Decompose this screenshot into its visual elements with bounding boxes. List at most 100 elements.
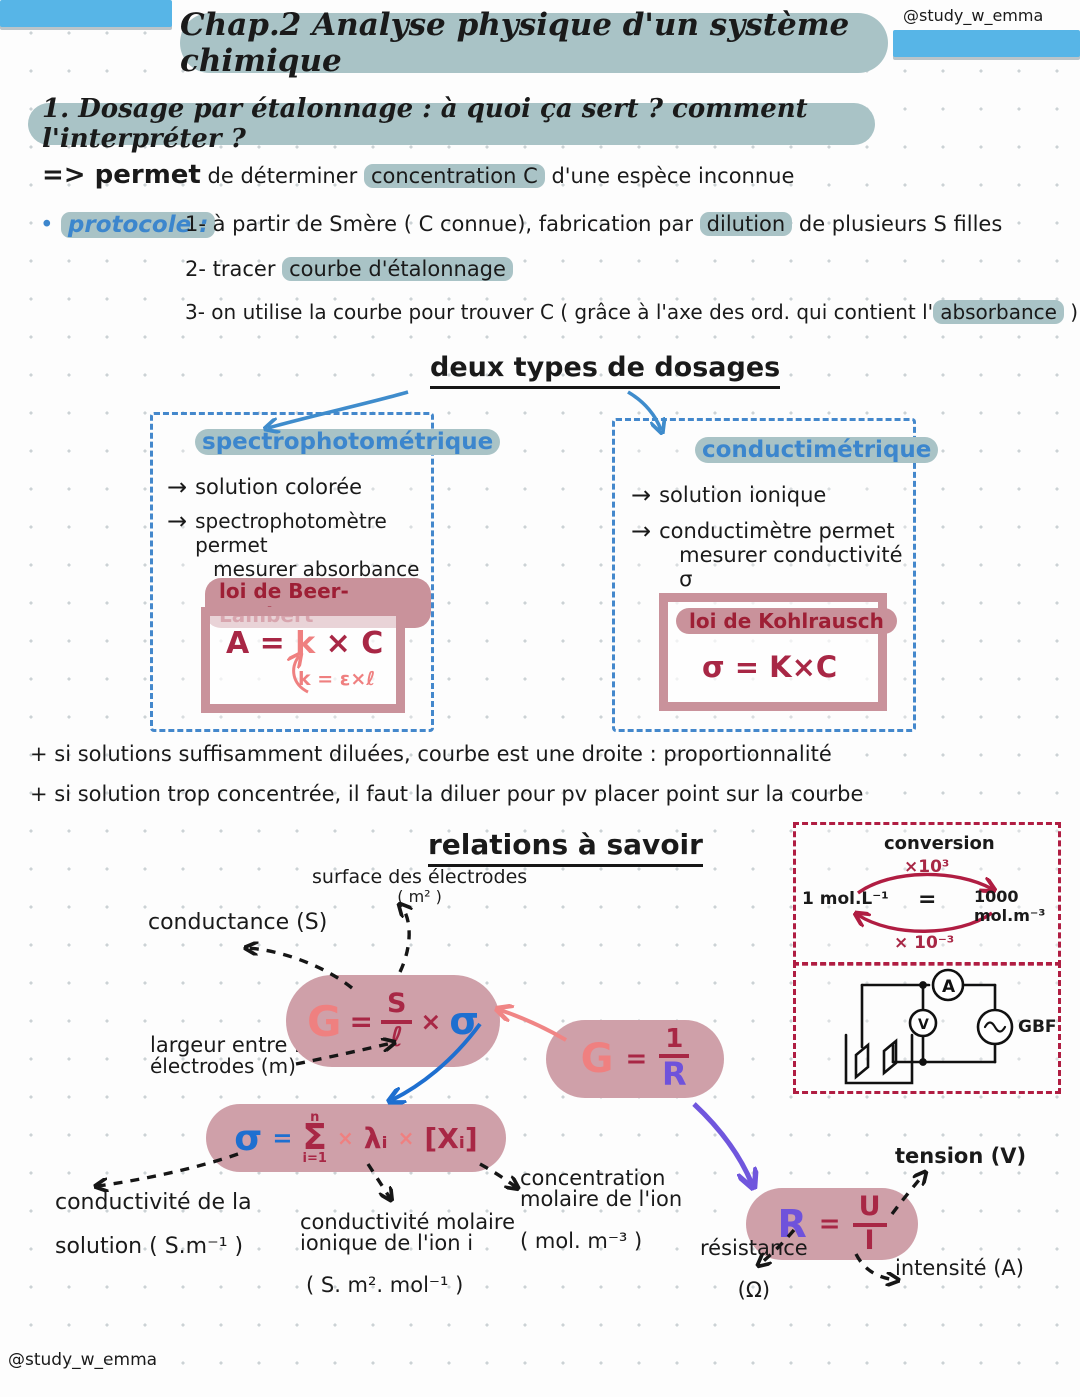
protocol-step-1: 1- à partir de Smère ( C connue), fabric…	[185, 212, 1002, 236]
times: ×	[397, 1126, 415, 1150]
intensite-label: intensité (A)	[895, 1256, 1024, 1280]
step3-tail: )	[1063, 300, 1079, 324]
numerator-1: 1	[659, 1025, 690, 1059]
formula-A: A	[226, 626, 250, 661]
sum-symbol: Σ	[302, 1116, 328, 1158]
right-arrow-icon: →	[167, 507, 188, 535]
conductivite-molaire-1: conductivité molaire	[300, 1210, 515, 1234]
spectro-bullet-2a: spectrophotomètre permet	[195, 509, 387, 557]
chapter-title-pill: Chap.2 Analyse physique d'un système chi…	[180, 7, 888, 79]
header-strip-right	[893, 30, 1080, 57]
step3-text: 3- on utilise la courbe pour trouver C (…	[185, 300, 934, 324]
conversion-right-value: 1000 mol.m⁻³	[974, 887, 1046, 925]
formula-times: ×	[791, 650, 816, 684]
note-line-1: + si solutions suffisamment diluées, cou…	[30, 742, 832, 766]
right-arrow-icon: →	[631, 517, 652, 545]
equals: =	[272, 1124, 293, 1152]
header-strip-left	[0, 0, 172, 27]
kohlrausch-formula: σ = K×C	[702, 650, 837, 684]
tension-label: tension (V)	[895, 1144, 1027, 1168]
beer-lambert-formula: A = k × C	[226, 626, 383, 661]
concentration-Xi: [Xᵢ]	[424, 1121, 478, 1155]
sum-upper: n	[310, 1109, 320, 1125]
equals: =	[818, 1209, 841, 1239]
protocole-bullet: •	[40, 212, 54, 238]
conversion-equals: =	[918, 887, 937, 912]
circuit-diagram-icon: A V	[844, 968, 1014, 1085]
equals: =	[625, 1044, 648, 1074]
conducto-bullet-2b: mesurer conductivité σ	[679, 543, 903, 591]
conversion-box: conversion ×10³ 1 mol.L⁻¹ = 1000 mol.m⁻³…	[793, 822, 1061, 966]
numerator-S: S	[380, 989, 413, 1024]
resistance-label: résistance (Ω)	[700, 1238, 808, 1301]
ammeter-icon: A	[942, 977, 956, 997]
resistance-2: (Ω)	[737, 1278, 771, 1302]
formula-g-r-pill: G = 1 R	[546, 1020, 724, 1098]
surface-label: surface des électrodes ( m² )	[312, 868, 527, 906]
kohlrausch-pill: loi de Kohlrausch	[676, 608, 897, 634]
formula-sigma: σ	[702, 650, 725, 684]
spectro-bullet-2b: mesurer absorbance A	[213, 557, 420, 605]
concentration-1: concentration	[520, 1166, 666, 1190]
conducto-bullet-2: → conductimètre permet mesurer conductiv…	[631, 519, 913, 591]
denominator-I: I	[864, 1224, 875, 1256]
pink-curved-arrow-icon	[282, 652, 309, 694]
step3-highlight: absorbance	[933, 300, 1064, 324]
sigma-symbol: σ	[449, 999, 479, 1043]
relations-heading: relations à savoir	[428, 828, 703, 867]
intro-line: => permet de déterminer concentration C …	[42, 160, 794, 190]
formula-times: ×	[325, 626, 351, 661]
step1-highlight: dilution	[699, 212, 793, 236]
conducto-bullet-1-text: solution ionique	[659, 483, 827, 507]
section-1-heading: 1. Dosage par étalonnage : à quoi ça ser…	[42, 94, 808, 154]
spectro-bullet-1: → solution colorée	[167, 475, 362, 499]
right-arrow-icon: →	[631, 481, 652, 509]
concentration-label: concentration molaire de l'ion ( mol. m⁻…	[520, 1168, 682, 1252]
formula-sigma-sum-pill: σ = n Σ i=1 × λᵢ × [Xᵢ]	[206, 1104, 506, 1172]
protocol-step-3: 3- on utilise la courbe pour trouver C (…	[185, 300, 1078, 324]
conversion-left-value: 1 mol.L⁻¹	[802, 889, 889, 909]
gbf-label: GBF	[1018, 1017, 1057, 1037]
step2-highlight: courbe d'étalonnage	[282, 257, 513, 281]
spectro-bullet-2: → spectrophotomètre permet mesurer absor…	[167, 509, 431, 605]
conductivite-molaire-3: ( S. m². mol⁻¹ )	[306, 1273, 464, 1297]
dosage-types-heading: deux types de dosages	[430, 352, 781, 389]
surface-label-2: ( m² )	[397, 887, 442, 906]
formula-g-sigma-pill: G = S ℓ × σ	[286, 975, 500, 1067]
largeur-label: largeur entre les électrodes (m)	[150, 1035, 324, 1077]
sum-lower: i=1	[302, 1151, 327, 1167]
resistance-1: résistance	[700, 1236, 808, 1260]
spectro-bullet-2-text: spectrophotomètre permet mesurer absorba…	[195, 509, 431, 605]
purple-arrow-r-link-icon	[692, 1102, 752, 1184]
voltmeter-icon: V	[918, 1017, 929, 1033]
conversion-title: conversion	[884, 833, 995, 854]
times: ×	[337, 1126, 354, 1150]
spectro-bullet-1-text: solution colorée	[195, 475, 363, 499]
conducto-bullet-2-text: conductimètre permet mesurer conductivit…	[659, 519, 913, 591]
sine-wave-icon	[983, 1021, 1007, 1033]
conducto-box: conductimétrique → solution ionique → co…	[612, 418, 939, 732]
intro-lead: => permet	[42, 160, 201, 190]
largeur-label-2: électrodes (m)	[150, 1054, 296, 1078]
denominator-R: R	[661, 1055, 687, 1094]
times: ×	[420, 1006, 442, 1036]
step1-text: 1- à partir de Smère ( C connue), fabric…	[185, 212, 700, 236]
formula-C: C	[815, 650, 838, 684]
intro-mid: de déterminer	[207, 164, 358, 188]
author-handle-bottom: @study_w_emma	[8, 1350, 158, 1370]
formula-eq: =	[734, 650, 760, 684]
concentration-2: molaire de l'ion	[520, 1187, 683, 1211]
g-symbol: G	[580, 1036, 614, 1082]
beer-lambert-note: k = ε×ℓ	[298, 668, 376, 690]
author-handle-top: @study_w_emma	[903, 6, 1044, 25]
circuit-box: A V GBF	[793, 962, 1061, 1094]
formula-eq: =	[259, 626, 285, 661]
conductivite-molaire-2: ionique de l'ion i	[300, 1231, 474, 1255]
section-1-heading-pill: 1. Dosage par étalonnage : à quoi ça ser…	[28, 94, 875, 154]
formula-C: C	[361, 626, 384, 661]
concentration-3: ( mol. m⁻³ )	[520, 1229, 643, 1253]
conductivite-solution-2: solution ( S.m⁻¹ )	[55, 1234, 244, 1259]
note-line-2: + si solution trop concentrée, il faut l…	[30, 782, 864, 806]
lambda-i: λᵢ	[363, 1121, 388, 1155]
kohlrausch-formula-box: loi de Kohlrausch σ = K×C	[659, 593, 897, 711]
